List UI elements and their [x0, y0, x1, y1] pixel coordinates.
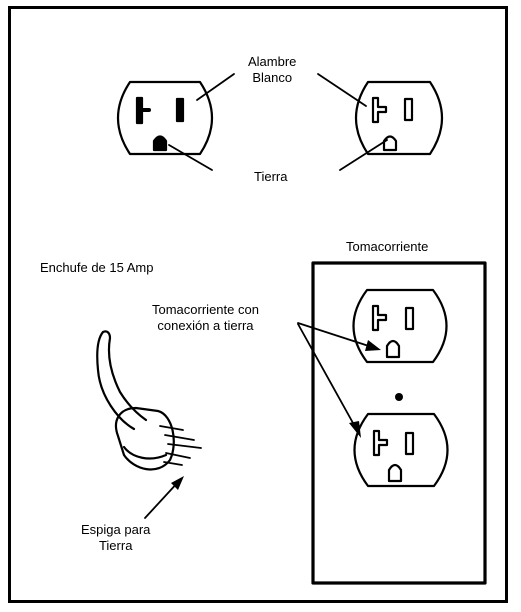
grounded-leader-upper [297, 322, 379, 350]
outlet-20a-t-slot [371, 96, 388, 124]
outlet-15a-right-slot [175, 97, 185, 123]
ground-leader-right [339, 139, 388, 171]
white-wire-leader-right [317, 73, 367, 107]
arrowhead-upper [365, 340, 381, 351]
outlet-15a-outline [116, 80, 214, 156]
ground-label: Tierra [254, 169, 288, 184]
white-wire-leader-left [196, 73, 235, 101]
receptacle-cover-plate [311, 261, 487, 585]
outlet-20a-front [354, 80, 444, 156]
ground-prong-leader [144, 479, 181, 519]
arrowhead-lower [349, 421, 361, 438]
grounded-leader-lower [297, 323, 359, 433]
receptacle-label: Tomacorriente [346, 239, 429, 254]
white-wire-label: Alambre Blanco [248, 54, 297, 85]
plug-15-amp-label: Enchufe de 15 Amp [40, 260, 154, 275]
receptacle-lower-outlet [353, 412, 449, 488]
outlet-20a-right-slot [403, 97, 414, 122]
plug-body [114, 406, 175, 471]
plug-15-amp [96, 330, 202, 471]
diagram-frame [8, 6, 508, 603]
receptacle-upper-outlet [352, 288, 448, 364]
outlet-15a-front [116, 80, 214, 156]
plug-cord [96, 330, 148, 431]
outlet-20a-outline [354, 80, 444, 156]
arrowhead-ground-prong [171, 476, 184, 490]
grounded-receptacle-label: Tomacorriente con conexión a tierra [152, 302, 259, 333]
outlet-20a-ground-hole [382, 135, 398, 152]
ground-leader-left [168, 144, 213, 171]
ground-prong-label: Espiga para Tierra [81, 522, 151, 553]
cover-plate-screw [395, 393, 403, 401]
outlet-15a-ground-hole [152, 135, 168, 152]
